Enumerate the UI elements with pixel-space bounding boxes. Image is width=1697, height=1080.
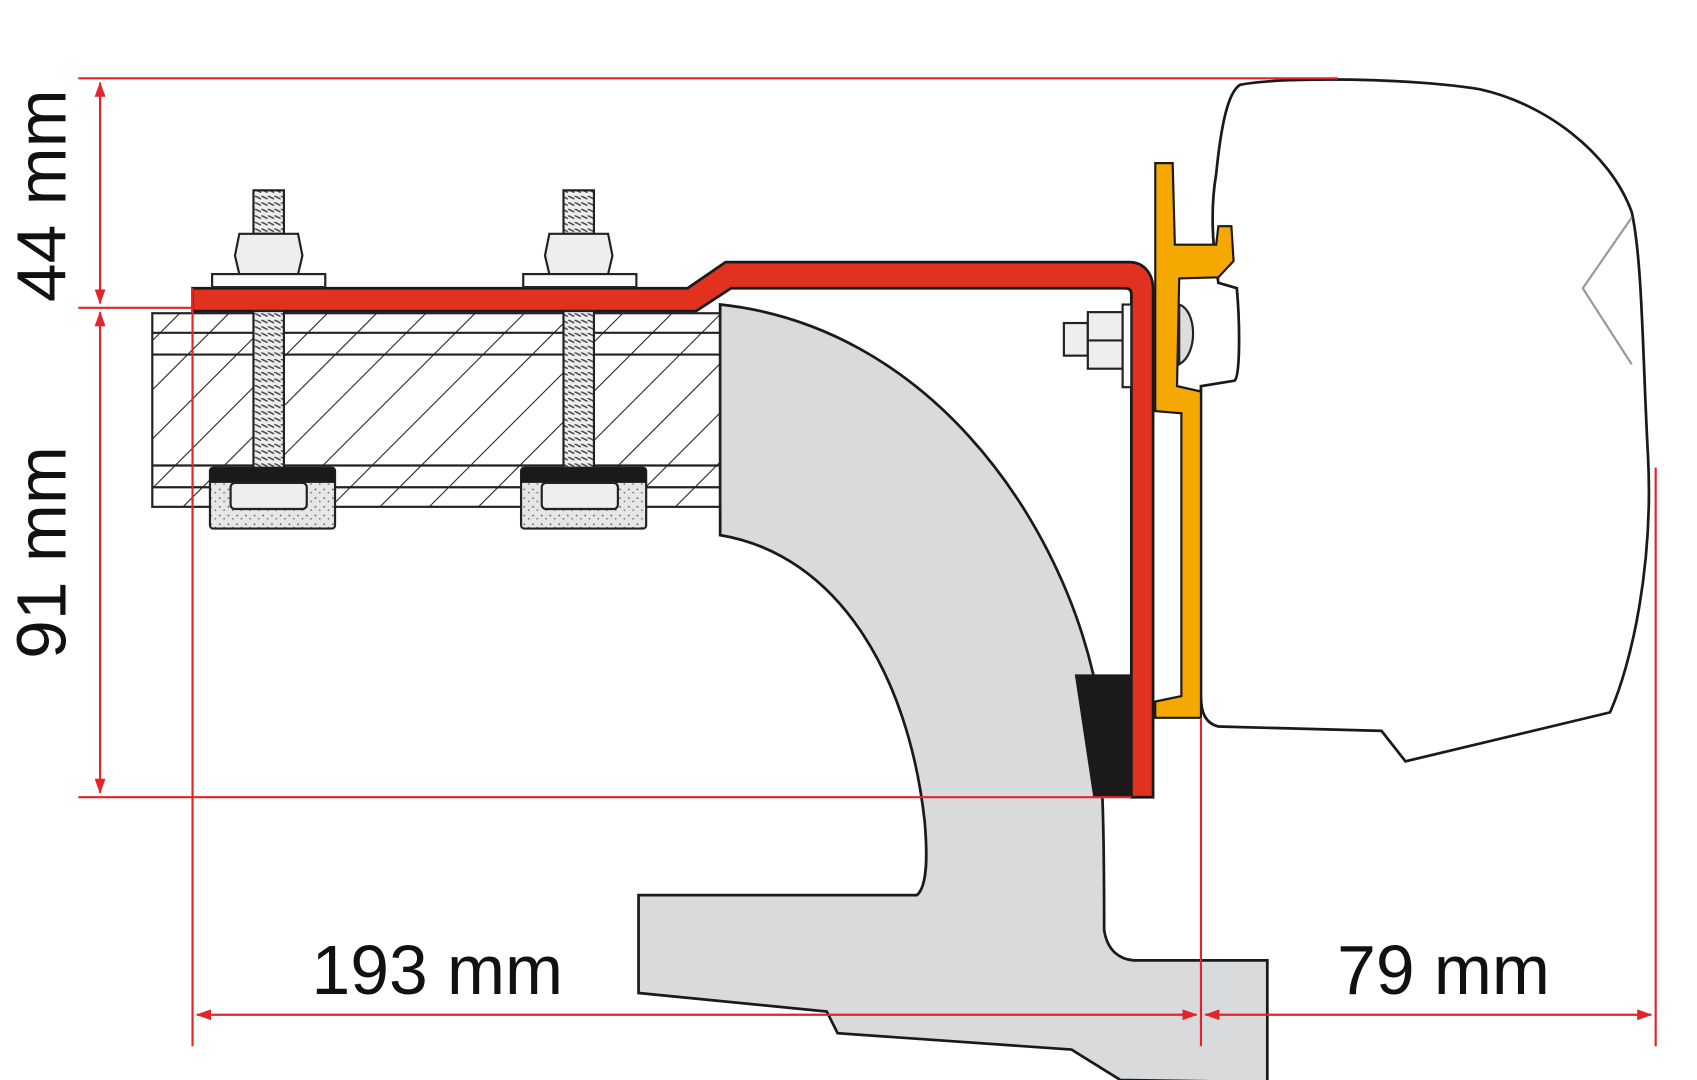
dim-label-44mm: 44 mm (2, 89, 80, 302)
awning-cassette (1199, 78, 1651, 763)
bolt-right (519, 189, 648, 530)
dimension-lines (78, 77, 1657, 1047)
awning-end-cap-line (1581, 216, 1633, 365)
dim-label-79mm: 79 mm (1337, 931, 1550, 1009)
bolt-left (208, 189, 337, 530)
dim-label-193mm: 193 mm (312, 931, 563, 1009)
vehicle-profile-arm (637, 303, 1269, 1080)
dim-label-91mm: 91 mm (2, 446, 80, 659)
rail-screw (1178, 303, 1195, 367)
rubber-seal (1074, 674, 1132, 798)
side-bolt (1062, 303, 1133, 389)
